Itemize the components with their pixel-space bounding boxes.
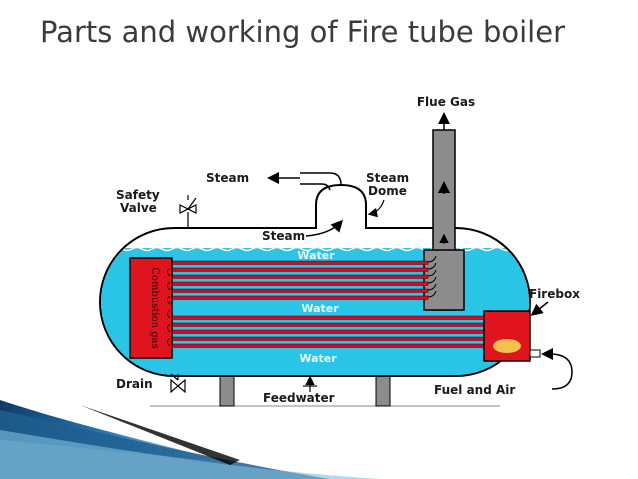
firebox-arrow xyxy=(530,301,549,316)
slide-title: Parts and working of Fire tube boiler xyxy=(40,15,565,49)
steam-dome-label-line2: Dome xyxy=(368,184,407,198)
steam-inner-arrow xyxy=(305,219,344,237)
drain-valve-icon xyxy=(170,373,186,394)
water-label-top: Water xyxy=(297,249,335,262)
gas-flow-arrows xyxy=(427,255,437,298)
fire-tubes-upper xyxy=(171,260,429,300)
fuel-and-air-label: Fuel and Air xyxy=(434,383,515,397)
combustion-chamber: Combustion gas xyxy=(129,257,173,359)
steam-dome-arrow xyxy=(367,199,385,218)
fuel-and-air-arrow xyxy=(541,348,573,390)
steam-dome xyxy=(300,172,367,231)
support-leg-right xyxy=(375,371,391,407)
flue-stack xyxy=(423,129,465,311)
water-label-bottom: Water xyxy=(299,352,337,365)
flame xyxy=(493,339,521,353)
feedwater-inlet-icon xyxy=(303,375,317,392)
steam-dome-label-line1: Steam xyxy=(366,171,409,185)
firebox xyxy=(483,310,541,362)
steam-inner-label: Steam xyxy=(262,229,305,243)
burner-nozzle xyxy=(529,349,541,358)
water-label-middle: Water xyxy=(301,302,339,315)
decorative-swoosh xyxy=(0,400,380,479)
safety-valve-label-line1: Safety xyxy=(116,188,160,202)
safety-valve-label-line2: Valve xyxy=(120,201,157,215)
support-leg-left xyxy=(219,371,235,407)
flue-gas-label: Flue Gas xyxy=(417,95,475,109)
drain-label: Drain xyxy=(116,377,153,391)
safety-valve-icon xyxy=(179,195,197,228)
feedwater-label: Feedwater xyxy=(263,391,335,405)
steam-outlet-label: Steam xyxy=(206,171,249,185)
firebox-label: Firebox xyxy=(529,287,580,301)
combustion-gas-label: Combustion gas xyxy=(149,267,160,348)
